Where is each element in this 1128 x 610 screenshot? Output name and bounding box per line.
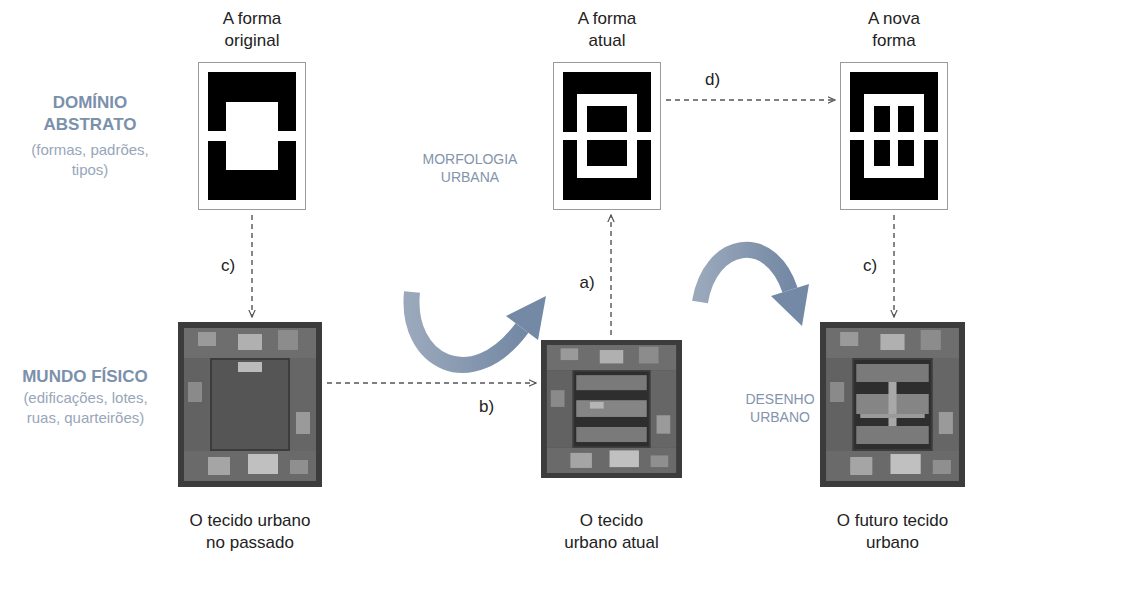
dashed-arrow <box>610 215 611 335</box>
abstract-form-box: A forma original <box>198 62 306 210</box>
process-label: DESENHO URBANO <box>735 390 825 426</box>
aerial-photo <box>820 322 965 487</box>
form-heading: A nova forma <box>849 8 939 52</box>
edge-label: c) <box>861 255 879 277</box>
form-pattern <box>841 63 948 210</box>
urban-fabric-photo: O futuro tecido urbano <box>820 322 965 487</box>
curved-arrow <box>700 250 809 326</box>
abstract-form-box: A nova forma <box>840 62 948 210</box>
edge-label: c) <box>219 255 237 277</box>
urban-fabric-photo: O tecido urbano no passado <box>178 322 322 487</box>
aerial-photo <box>541 340 682 478</box>
dashed-arrow <box>893 215 894 317</box>
urban-fabric-photo: O tecido urbano atual <box>541 340 682 478</box>
form-heading: A forma atual <box>562 8 652 52</box>
domain-subtitle: (formas, padrões, tipos) <box>25 140 155 180</box>
dashed-arrow <box>327 382 536 383</box>
form-pattern <box>199 63 306 210</box>
aerial-photo <box>178 322 322 487</box>
photo-caption: O tecido urbano atual <box>557 510 667 554</box>
process-label: MORFOLOGIA URBANA <box>410 150 530 186</box>
curved-arrow <box>411 292 546 365</box>
edge-label: b) <box>477 396 496 418</box>
photo-caption: O futuro tecido urbano <box>825 510 961 554</box>
form-heading: A forma original <box>207 8 297 52</box>
domain-title: DOMÍNIO ABSTRATO <box>30 92 150 136</box>
domain-subtitle: (edificações, lotes, ruas, quarteirões) <box>8 388 163 428</box>
edge-label: a) <box>577 272 596 294</box>
abstract-form-box: A forma atual <box>553 62 661 210</box>
domain-title: MUNDO FÍSICO <box>5 366 165 388</box>
form-pattern <box>554 63 661 210</box>
photo-caption: O tecido urbano no passado <box>182 510 318 554</box>
dashed-arrow <box>666 99 835 100</box>
edge-label: d) <box>703 69 722 91</box>
dashed-arrow <box>251 215 252 317</box>
